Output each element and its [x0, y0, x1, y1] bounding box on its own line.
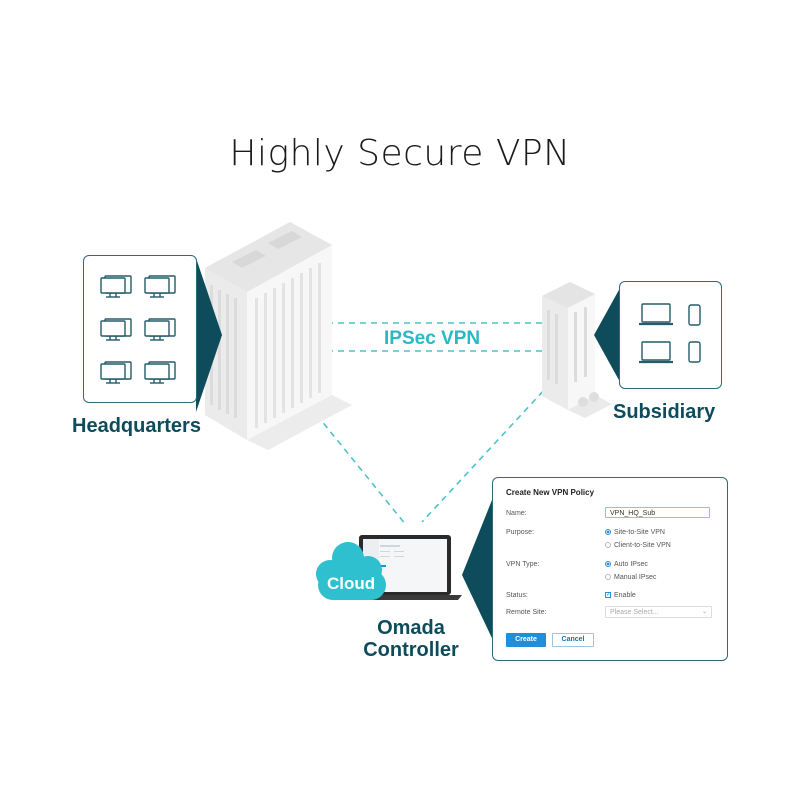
sub-controller-link	[421, 374, 559, 523]
remote-site-label: Remote Site:	[506, 609, 547, 616]
option-label: Manual IPsec	[614, 574, 657, 581]
subsidiary-label: Subsidiary	[613, 401, 716, 423]
hq-devices-card	[83, 255, 197, 403]
cloud-icon	[316, 542, 386, 600]
purpose-label: Purpose:	[506, 529, 535, 536]
select-placeholder: Please Select...	[610, 609, 659, 616]
vpn-type-option-manual[interactable]: Manual IPsec	[605, 574, 656, 581]
omada-controller-label: Omada Controller	[355, 617, 467, 661]
controller-label-line1: Omada	[377, 617, 445, 639]
subsidiary-device-grid	[639, 303, 701, 364]
desktop-icon	[144, 275, 176, 298]
page-title: Highly Secure VPN	[229, 133, 571, 174]
controller-pointer	[462, 480, 500, 655]
create-button[interactable]: Create	[506, 633, 546, 647]
headquarters-building	[205, 222, 352, 450]
checkbox-checked-icon: ✓	[605, 592, 612, 599]
laptop-icon	[639, 341, 673, 364]
desktop-icon	[144, 361, 176, 384]
option-label: Site-to-Site VPN	[614, 529, 665, 536]
name-input[interactable]: VPN_HQ_Sub	[605, 507, 710, 518]
hq-device-grid	[100, 275, 176, 384]
option-label: Client-to-Site VPN	[614, 542, 671, 549]
vpn-type-label: VPN Type:	[506, 561, 540, 568]
cancel-button[interactable]: Cancel	[552, 633, 594, 647]
headquarters-label: Headquarters	[72, 415, 201, 437]
cloud-label: Cloud	[327, 574, 376, 593]
desktop-icon	[100, 318, 132, 341]
ipsec-vpn-label: IPSec VPN	[384, 328, 481, 349]
purpose-option-site-to-site[interactable]: Site-to-Site VPN	[605, 529, 665, 536]
remote-site-select[interactable]: Please Select... ⌄	[605, 606, 712, 618]
radio-unselected-icon	[605, 542, 611, 549]
purpose-option-client-to-site[interactable]: Client-to-Site VPN	[605, 542, 671, 549]
dialog-title: Create New VPN Policy	[506, 488, 595, 497]
laptop-icon	[639, 303, 673, 326]
subsidiary-building	[542, 282, 612, 418]
subsidiary-pointer	[594, 288, 620, 382]
phone-icon	[688, 304, 701, 326]
option-label: Auto IPsec	[614, 561, 648, 568]
radio-unselected-icon	[605, 574, 611, 581]
radio-selected-icon	[605, 561, 611, 568]
name-label: Name:	[506, 510, 527, 517]
status-label: Status:	[506, 592, 528, 599]
hq-pointer	[196, 258, 222, 412]
subsidiary-devices-card	[619, 281, 722, 389]
radio-selected-icon	[605, 529, 611, 536]
desktop-icon	[100, 361, 132, 384]
desktop-icon	[100, 275, 132, 298]
vpn-type-option-auto[interactable]: Auto IPsec	[605, 561, 648, 568]
checkbox-label: Enable	[614, 592, 636, 599]
desktop-icon	[144, 318, 176, 341]
controller-label-line2: Controller	[363, 639, 459, 661]
phone-icon	[688, 341, 701, 363]
chevron-down-icon: ⌄	[701, 609, 707, 615]
create-vpn-policy-dialog: Create New VPN Policy Name: VPN_HQ_Sub P…	[492, 477, 728, 661]
status-enable-checkbox[interactable]: ✓Enable	[605, 592, 636, 599]
